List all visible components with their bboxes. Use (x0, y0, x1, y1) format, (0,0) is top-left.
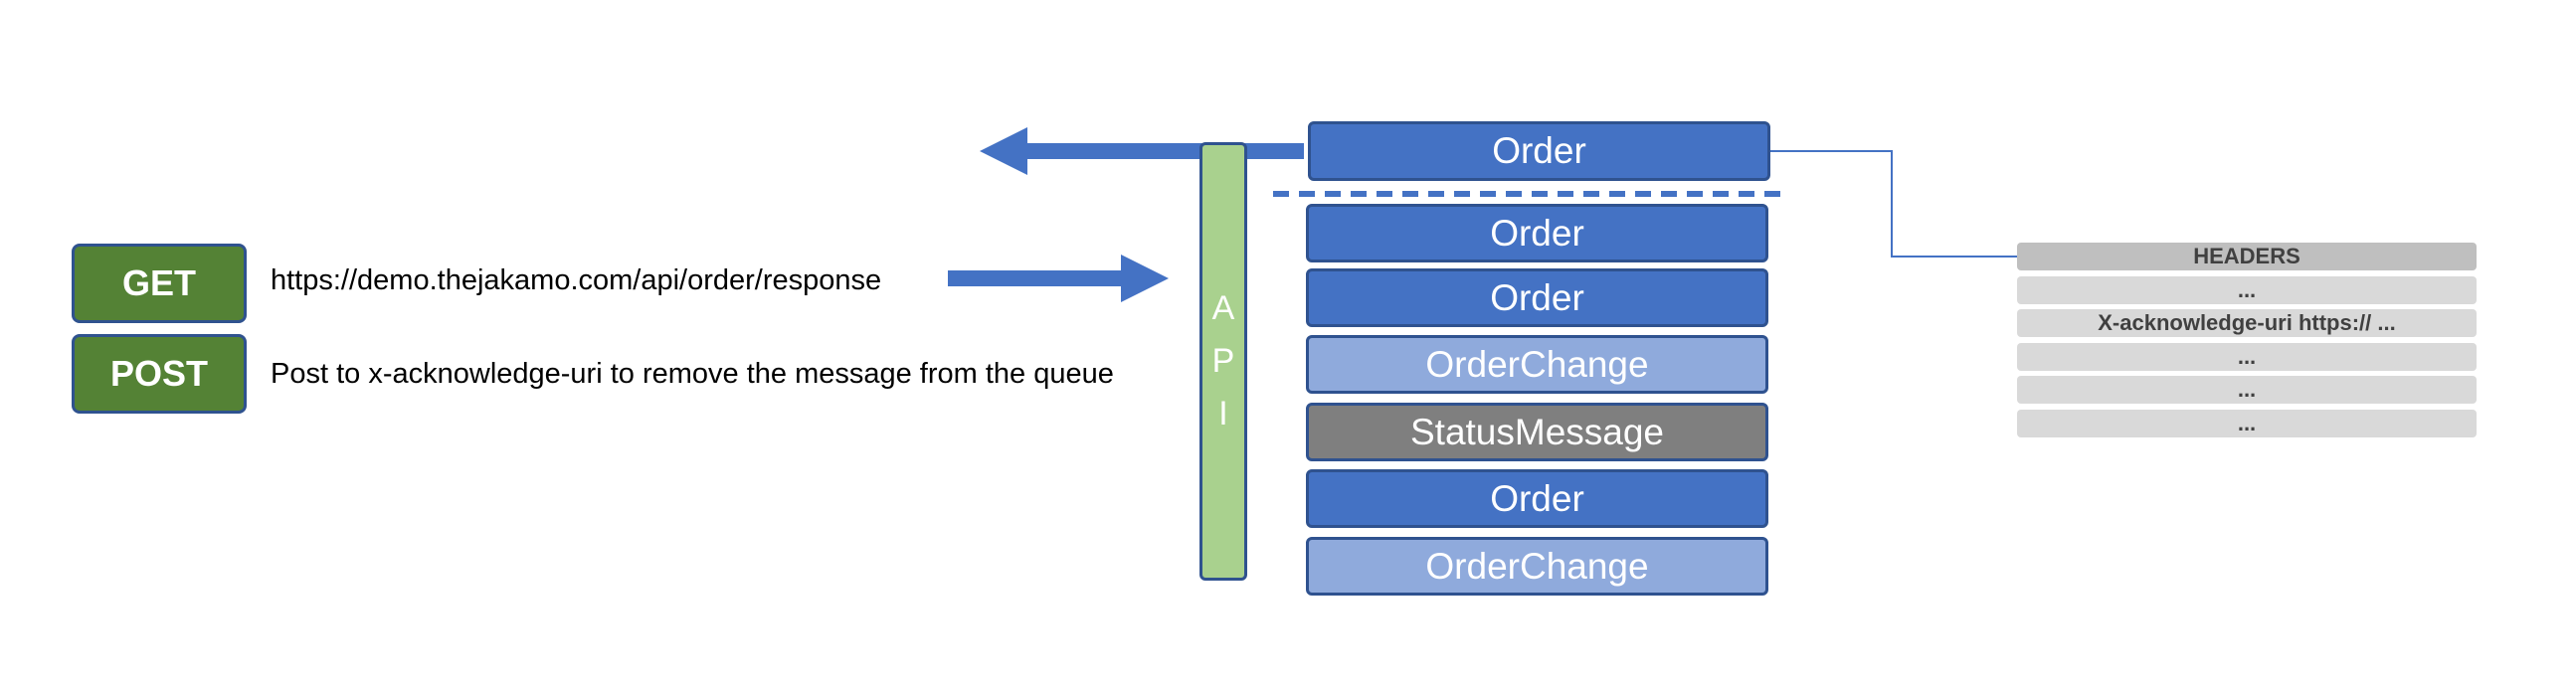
header-row: ... (2017, 376, 2477, 404)
outgoing-arrow (980, 127, 1304, 175)
header-row-acknowledge-uri: X-acknowledge-uri https:// ... (2017, 309, 2477, 337)
queue-item-orderchange: OrderChange (1306, 335, 1768, 394)
header-row: ... (2017, 276, 2477, 304)
queue-item-statusmessage: StatusMessage (1306, 403, 1768, 461)
get-endpoint-text: https://demo.thejakamo.com/api/order/res… (271, 264, 882, 296)
post-button[interactable]: POST (72, 334, 247, 414)
api-letter: P (1211, 342, 1235, 380)
headers-title: HEADERS (2017, 243, 2477, 270)
api-letter: I (1218, 395, 1228, 432)
get-button[interactable]: GET (72, 244, 247, 323)
queue-item-order: Order (1306, 469, 1768, 528)
queue-item-order: Order (1306, 268, 1768, 327)
incoming-arrow (948, 255, 1169, 302)
headers-connector (1769, 150, 2017, 258)
api-letter: A (1211, 289, 1235, 327)
queue-item-order: Order (1306, 204, 1768, 262)
queue-item-orderchange: OrderChange (1306, 537, 1768, 596)
header-row: ... (2017, 343, 2477, 371)
header-row: ... (2017, 410, 2477, 437)
dequeued-order-item: Order (1308, 121, 1770, 181)
api-bar: A P I (1199, 142, 1247, 581)
post-description-text: Post to x-acknowledge-uri to remove the … (271, 358, 1114, 390)
